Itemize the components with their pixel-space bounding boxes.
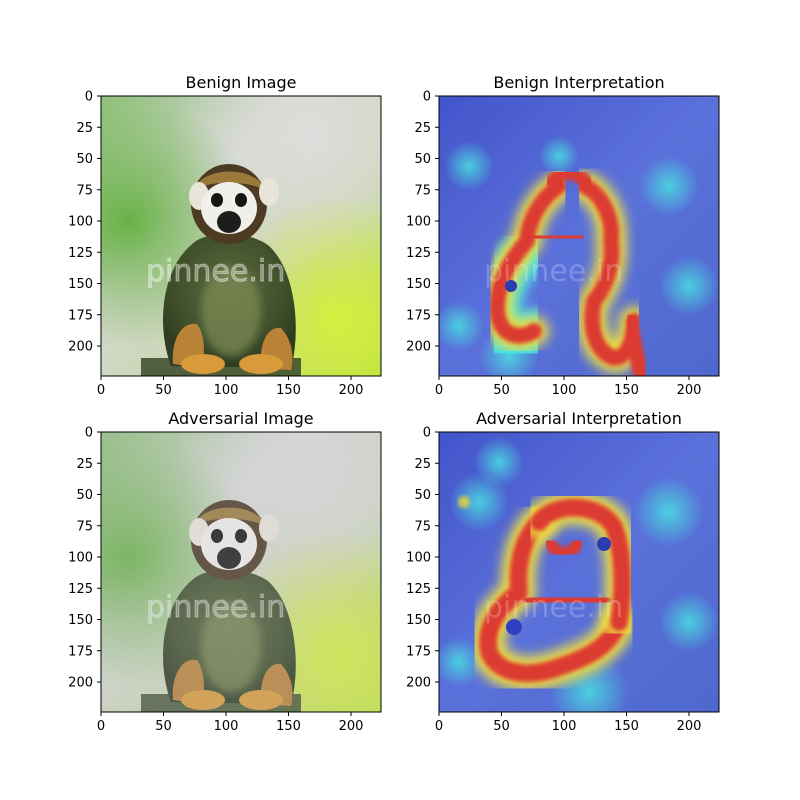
y-tick-label: 150 bbox=[406, 613, 431, 628]
y-tick-label: 150 bbox=[68, 277, 93, 292]
panel-adversarial-image: pinnee.in 0 50 100 150 200 0 25 50 75 100 125 150 175… bbox=[68, 426, 382, 734]
watermark: pinnee.in bbox=[484, 590, 623, 625]
y-tick-label: 125 bbox=[68, 582, 93, 597]
panel-benign-image: pinnee.in 0 50 100 150 200 0 25 50 75 100 125 150 175… bbox=[68, 90, 382, 398]
title-adversarial-interpretation: Adversarial Interpretation bbox=[476, 409, 682, 428]
y-tick-label: 50 bbox=[76, 152, 93, 167]
title-benign-image: Benign Image bbox=[186, 73, 297, 92]
photo: pinnee.in bbox=[101, 96, 381, 376]
watermark: pinnee.in bbox=[484, 254, 623, 289]
photo: pinnee.in bbox=[101, 432, 381, 712]
y-axis: 0 25 50 75 100 125 150 175 200 bbox=[406, 90, 439, 355]
x-tick-label: 0 bbox=[97, 383, 105, 398]
y-tick-label: 50 bbox=[76, 488, 93, 503]
y-tick-label: 75 bbox=[76, 183, 93, 198]
y-tick-label: 200 bbox=[406, 340, 431, 355]
y-tick-label: 200 bbox=[406, 676, 431, 691]
axes-frame bbox=[100, 431, 382, 713]
y-tick-label: 175 bbox=[68, 308, 93, 323]
x-axis: 0 50 100 150 200 bbox=[435, 712, 702, 734]
y-tick-label: 50 bbox=[414, 152, 431, 167]
y-tick-label: 200 bbox=[68, 340, 93, 355]
x-tick-label: 0 bbox=[97, 719, 105, 734]
y-tick-label: 150 bbox=[68, 613, 93, 628]
panel-adversarial-interpretation: pinnee.in 0 50 100 150 200 0 25 50 75 100 125 150 175… bbox=[406, 426, 720, 734]
y-tick-label: 175 bbox=[406, 644, 431, 659]
x-tick-label: 50 bbox=[493, 383, 510, 398]
y-tick-label: 125 bbox=[406, 246, 431, 261]
y-tick-label: 25 bbox=[414, 457, 431, 472]
x-tick-label: 100 bbox=[214, 383, 239, 398]
y-tick-label: 75 bbox=[414, 183, 431, 198]
y-axis: 0 25 50 75 100 125 150 175 200 bbox=[406, 426, 439, 691]
heatmap: pinnee.in bbox=[439, 432, 719, 712]
x-axis: 0 50 100 150 200 bbox=[97, 376, 364, 398]
y-tick-label: 100 bbox=[406, 551, 431, 566]
y-tick-label: 100 bbox=[68, 215, 93, 230]
axes-frame bbox=[438, 431, 720, 713]
x-tick-label: 0 bbox=[435, 719, 443, 734]
axes-frame bbox=[100, 95, 382, 377]
y-tick-label: 200 bbox=[68, 676, 93, 691]
title-benign-interpretation: Benign Interpretation bbox=[493, 73, 664, 92]
adversarial-noise bbox=[101, 432, 381, 712]
x-tick-label: 200 bbox=[339, 383, 364, 398]
x-tick-label: 0 bbox=[435, 383, 443, 398]
y-tick-label: 100 bbox=[68, 551, 93, 566]
x-tick-label: 200 bbox=[339, 719, 364, 734]
x-tick-label: 100 bbox=[552, 383, 577, 398]
y-tick-label: 75 bbox=[76, 519, 93, 534]
y-tick-label: 100 bbox=[406, 215, 431, 230]
x-tick-label: 150 bbox=[614, 383, 639, 398]
y-tick-label: 0 bbox=[423, 90, 431, 105]
y-axis: 0 25 50 75 100 125 150 175 200 bbox=[68, 90, 101, 355]
y-tick-label: 0 bbox=[85, 90, 93, 105]
y-tick-label: 150 bbox=[406, 277, 431, 292]
title-adversarial-image: Adversarial Image bbox=[168, 409, 313, 428]
x-axis: 0 50 100 150 200 bbox=[435, 376, 702, 398]
x-tick-label: 200 bbox=[677, 719, 702, 734]
y-tick-label: 50 bbox=[414, 488, 431, 503]
x-tick-label: 200 bbox=[677, 383, 702, 398]
y-tick-label: 0 bbox=[423, 426, 431, 441]
y-axis: 0 25 50 75 100 125 150 175 200 bbox=[68, 426, 101, 691]
x-axis: 0 50 100 150 200 bbox=[97, 712, 364, 734]
y-tick-label: 125 bbox=[68, 246, 93, 261]
x-tick-label: 50 bbox=[493, 719, 510, 734]
y-tick-label: 25 bbox=[76, 457, 93, 472]
x-tick-label: 50 bbox=[155, 719, 172, 734]
y-tick-label: 125 bbox=[406, 582, 431, 597]
y-tick-label: 0 bbox=[85, 426, 93, 441]
y-tick-label: 25 bbox=[414, 121, 431, 136]
x-tick-label: 50 bbox=[155, 383, 172, 398]
y-tick-label: 175 bbox=[68, 644, 93, 659]
panel-benign-interpretation: pinnee.in 0 50 100 150 200 0 25 50 75 100 125 150 175… bbox=[406, 90, 720, 398]
y-tick-label: 25 bbox=[76, 121, 93, 136]
x-tick-label: 150 bbox=[276, 719, 301, 734]
axes-frame bbox=[438, 95, 720, 377]
x-tick-label: 100 bbox=[214, 719, 239, 734]
y-tick-label: 175 bbox=[406, 308, 431, 323]
watermark: pinnee.in bbox=[146, 254, 285, 289]
x-tick-label: 150 bbox=[614, 719, 639, 734]
y-tick-label: 75 bbox=[414, 519, 431, 534]
heatmap: pinnee.in bbox=[439, 96, 719, 376]
x-tick-label: 150 bbox=[276, 383, 301, 398]
x-tick-label: 100 bbox=[552, 719, 577, 734]
